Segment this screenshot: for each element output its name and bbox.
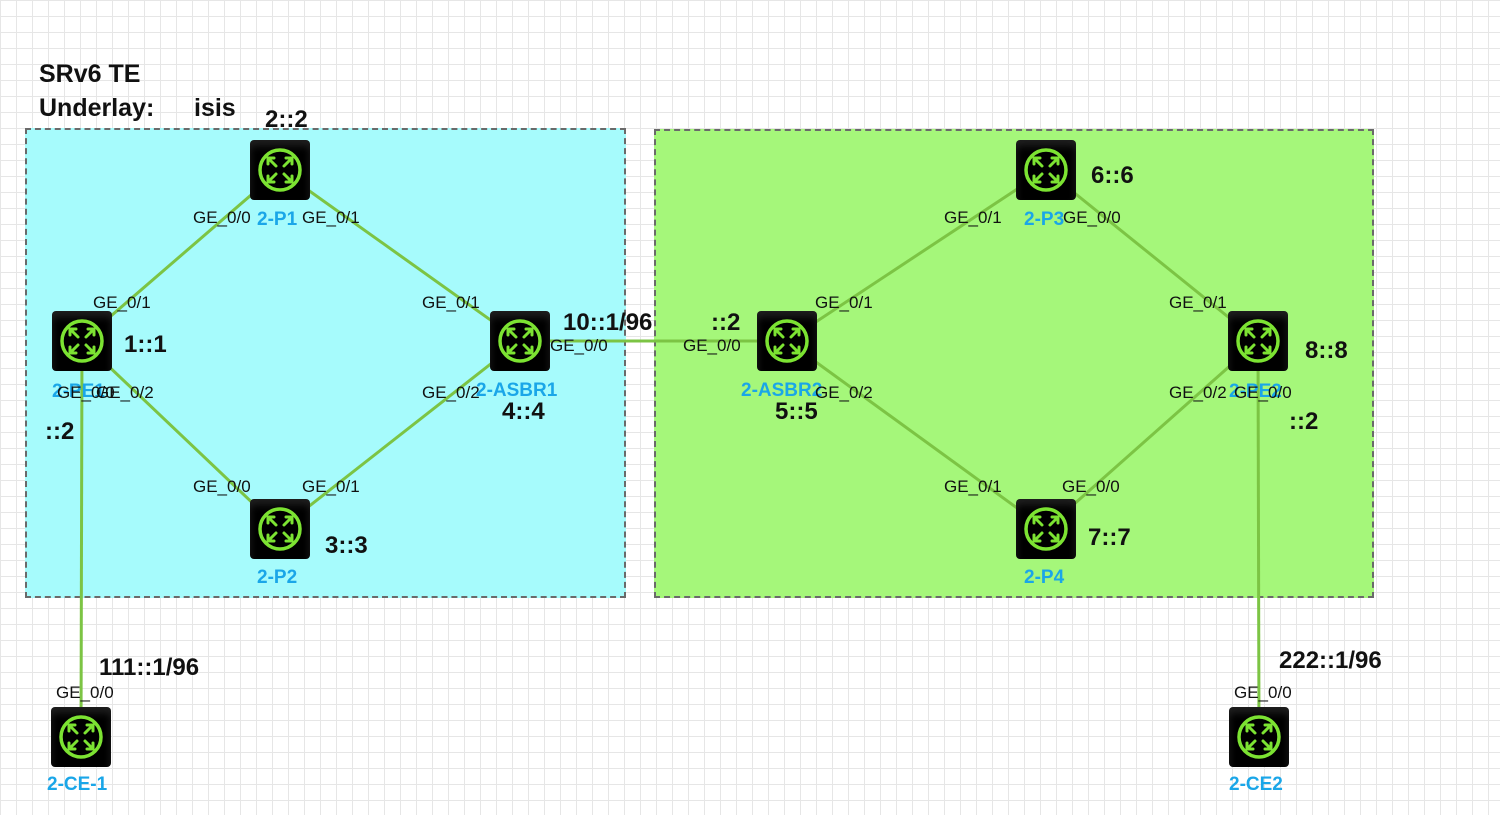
iface-asbr1-ge02: GE_0/2 <box>422 383 480 402</box>
router-icon <box>1024 148 1068 192</box>
loopback-asbr1: 4::4 <box>502 398 545 425</box>
iface-p1-ge01: GE_0/1 <box>302 208 360 227</box>
router-icon <box>258 507 302 551</box>
router-p4[interactable] <box>1016 499 1076 559</box>
router-ce2[interactable] <box>1229 707 1289 767</box>
router-p3[interactable] <box>1016 140 1076 200</box>
node-name-asbr1: 2-ASBR1 <box>476 380 558 401</box>
node-name-p2: 2-P2 <box>257 567 298 588</box>
iface-pe2-ge02: GE_0/2 <box>1169 383 1227 402</box>
node-name-pe1: 2-PE1 <box>52 381 105 402</box>
link-addr-asbr1: 10::1/96 <box>563 309 653 336</box>
iface-pe1-ge02: GE_0/2 <box>96 383 154 402</box>
iface-p4-ge01: GE_0/1 <box>944 477 1002 496</box>
node-name-p3: 2-P3 <box>1024 209 1065 230</box>
node-name-p4: 2-P4 <box>1024 567 1065 588</box>
iface-pe2-ge01: GE_0/1 <box>1169 293 1227 312</box>
router-icon <box>1024 507 1068 551</box>
node-name-ce1: 2-CE-1 <box>47 774 108 795</box>
iface-p4-ge00: GE_0/0 <box>1062 477 1120 496</box>
link-p3-pe2[interactable] <box>1045 168 1259 343</box>
iface-asbr2-ge00: GE_0/0 <box>683 336 741 355</box>
link-asbr1-p2[interactable] <box>279 339 521 531</box>
router-p1[interactable] <box>250 140 310 200</box>
loopback-p3: 6::6 <box>1091 162 1134 189</box>
link-addr-ce2: 222::1/96 <box>1279 647 1382 674</box>
iface-ce2-ge00: GE_0/0 <box>1234 683 1292 702</box>
loopback-p2: 3::3 <box>325 532 368 559</box>
router-asbr2[interactable] <box>757 311 817 371</box>
router-icon <box>60 319 104 363</box>
router-icon <box>1237 715 1281 759</box>
iface-pe1-ge01: GE_0/1 <box>93 293 151 312</box>
link-asbr2-p4[interactable] <box>786 339 1047 531</box>
iface-asbr1-ge01: GE_0/1 <box>422 293 480 312</box>
link-p4-pe2[interactable] <box>1045 339 1259 531</box>
loopback-asbr2: 5::5 <box>775 398 818 425</box>
loopback-pe2: 8::8 <box>1305 337 1348 364</box>
iface-p3-ge01: GE_0/1 <box>944 208 1002 227</box>
iface-pe1-ge00: GE_0/0 <box>57 383 115 402</box>
node-name-ce2: 2-CE2 <box>1229 774 1283 795</box>
router-pe2[interactable] <box>1228 311 1288 371</box>
link-addr-asbr2: ::2 <box>711 309 741 336</box>
loopback-p1: 2::2 <box>265 106 308 133</box>
link-addr-pe2-ce: ::2 <box>1289 408 1319 435</box>
iface-p2-ge00: GE_0/0 <box>193 477 251 496</box>
router-icon <box>258 148 302 192</box>
underlay-value: isis <box>194 94 236 122</box>
router-icon <box>765 319 809 363</box>
iface-p2-ge01: GE_0/1 <box>302 477 360 496</box>
router-icon <box>498 319 542 363</box>
router-pe1[interactable] <box>52 311 112 371</box>
loopback-pe1: 1::1 <box>124 331 167 358</box>
node-name-p1: 2-P1 <box>257 209 298 230</box>
diagram-title: SRv6 TE <box>39 60 141 88</box>
link-pe1-p2[interactable] <box>80 339 282 531</box>
iface-p3-ge00: GE_0/0 <box>1063 208 1121 227</box>
loopback-p4: 7::7 <box>1088 524 1131 551</box>
iface-pe2-ge00: GE_0/0 <box>1234 383 1292 402</box>
router-ce1[interactable] <box>51 707 111 767</box>
link-p1-pe1[interactable] <box>81 168 281 343</box>
router-p2[interactable] <box>250 499 310 559</box>
iface-ce1-ge00: GE_0/0 <box>56 683 114 702</box>
link-addr-ce1: 111::1/96 <box>99 654 200 681</box>
link-pe1-ce1[interactable] <box>79 340 84 738</box>
underlay-label: Underlay: <box>39 94 155 122</box>
node-name-asbr2: 2-ASBR2 <box>741 380 823 401</box>
node-name-pe2: 2-PE2 <box>1229 381 1282 402</box>
router-icon <box>1236 319 1280 363</box>
link-addr-pe1-ce: ::2 <box>45 418 75 445</box>
iface-asbr2-ge02: GE_0/2 <box>815 383 873 402</box>
router-icon <box>59 715 103 759</box>
link-asbr2-p3[interactable] <box>786 168 1047 343</box>
iface-asbr2-ge01: GE_0/1 <box>815 293 873 312</box>
iface-asbr1-ge00: GE_0/0 <box>550 336 608 355</box>
link-pe2-ce2[interactable] <box>1256 340 1261 738</box>
router-asbr1[interactable] <box>490 311 550 371</box>
link-p1-asbr1[interactable] <box>279 168 521 343</box>
iface-p1-ge00: GE_0/0 <box>193 208 251 227</box>
